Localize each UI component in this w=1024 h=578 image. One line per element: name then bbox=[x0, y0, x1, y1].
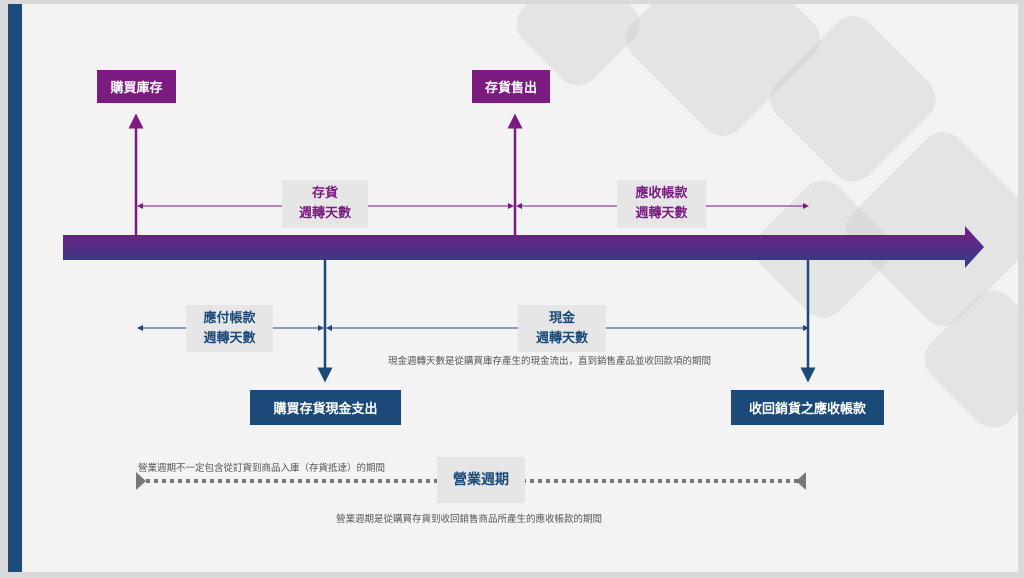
label-line: 現金 bbox=[548, 310, 575, 326]
label-line: 存貨 bbox=[311, 186, 338, 201]
payable-days-label: 應付帳款週轉天數 bbox=[186, 305, 273, 352]
main-timeline-arrow bbox=[63, 226, 984, 268]
receivable-days-label: 應收帳款週轉天數 bbox=[617, 180, 706, 228]
operating-cycle-label: 營業週期 bbox=[437, 457, 525, 503]
slide: 購買庫存 存貨售出 存貨週轉天數 應收帳款週轉天數 應付帳款週轉天數 現金週轉天… bbox=[8, 4, 1018, 572]
receivables-collected-box: 收回銷貨之應收帳款 bbox=[731, 390, 884, 425]
purchase-inventory-box: 購買庫存 bbox=[97, 70, 176, 103]
label-line: 應收帳款 bbox=[635, 186, 688, 201]
operating-definition-caption: 營業週期是從購買存貨到收回銷售商品所產生的應收帳款的期間 bbox=[336, 514, 603, 525]
cash-cycle-caption: 現金週轉天數是從購買庫存產生的現金流出，直到銷售產品並收回款項的期間 bbox=[388, 356, 712, 367]
operating-note-caption: 營業週期不一定包含從訂貨到商品入庫（存貨抵達）的期間 bbox=[138, 463, 386, 474]
label-line: 週轉天數 bbox=[635, 206, 688, 221]
inventory-days-label: 存貨週轉天數 bbox=[282, 180, 368, 228]
cash-paid-box: 購買存貨現金支出 bbox=[250, 390, 401, 425]
accent-bar bbox=[8, 4, 22, 572]
label-line: 週轉天數 bbox=[203, 330, 256, 346]
inventory-sold-box: 存貨售出 bbox=[472, 70, 550, 103]
label-line: 應付帳款 bbox=[203, 310, 256, 326]
label-line: 週轉天數 bbox=[535, 330, 588, 346]
cash-days-label: 現金週轉天數 bbox=[518, 305, 606, 352]
label-line: 週轉天數 bbox=[298, 206, 351, 221]
